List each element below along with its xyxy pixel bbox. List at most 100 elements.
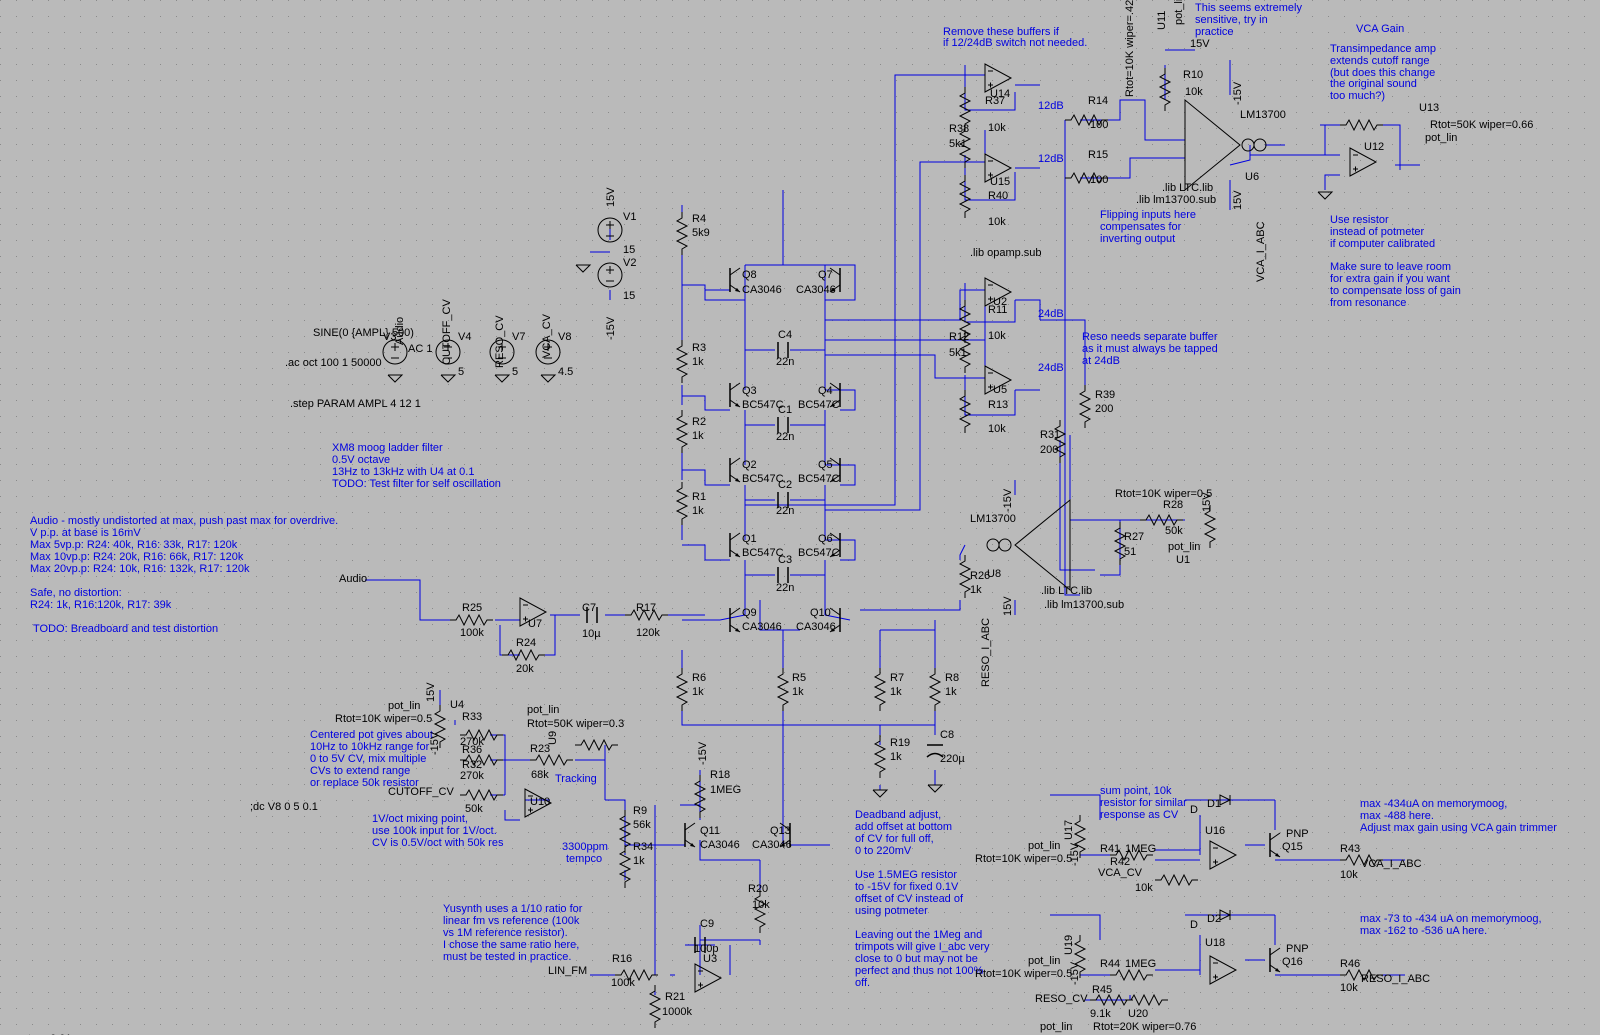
label-10k-90: 10k [988,330,1006,342]
label-u8-123: U8 [987,568,1001,580]
c8-capacitor[interactable] [926,744,944,758]
label-rtot-20k-wiper-0-76-214: Rtot=20K wiper=0.76 [1093,1021,1196,1033]
u6-ota[interactable] [1184,98,1267,192]
u8-ota[interactable] [986,498,1071,592]
label-22n-36: 22n [776,431,794,443]
label-1meg-163: 1MEG [710,784,741,796]
label-r24-65: R24 [516,637,536,649]
comment-12db-73: 12dB [1038,100,1064,112]
label-15v-106: -15V [1232,81,1244,105]
label-pot-lin-102: pot_lin [1173,0,1185,25]
label-v2-3: V2 [623,257,636,269]
comment-flipping-inputs-here-11: Flipping inputs here [1100,209,1196,221]
label-120k-64: 120k [636,627,660,639]
label-15v-5: -15V [605,316,617,340]
label-r10-104: R10 [1183,69,1203,81]
label-10k-95: 10k [988,423,1006,435]
label-r27-134: R27 [1124,531,1144,543]
label-r7-71: R7 [890,672,904,684]
label-c7-61: C7 [582,602,596,614]
comment-use-resistor-14: Use resistor [1330,214,1389,226]
comment-max-73-to-434-ua-on-memorymo-71: max -73 to -434 uA on memorymoog, [1360,913,1542,925]
label-5k9-22: 5k9 [692,227,710,239]
comment-compensates-for-12: compensates for [1100,221,1182,233]
label-1k-128: 1k [970,584,982,596]
label-r33-143: R33 [462,711,482,723]
label-bc547c-32: BC547C [742,399,784,411]
label-u15-84: U15 [990,176,1010,188]
label-1k-38: 1k [692,430,704,442]
label-c9-170: C9 [700,918,714,930]
label-q9-53: Q9 [742,607,757,619]
label-v8-17: V8 [558,331,571,343]
label-u14-79: U14 [990,88,1010,100]
label-bc547c-50: BC547C [798,547,840,559]
comment-practice-4: practice [1195,26,1234,38]
label-ca3046-26: CA3046 [796,284,836,296]
comment-as-it-must-always-be-tapped-22: as it must always be tapped [1082,343,1218,355]
comment-if-computer-calibrated-16: if computer calibrated [1330,238,1435,250]
label-u20-212: U20 [1128,1008,1148,1020]
label-68k-154: 68k [531,769,549,781]
label-1meg-200: 1MEG [1125,958,1156,970]
label-r5-69: R5 [792,672,806,684]
comment-0-to-5v-cv-mix-multiple-38: 0 to 5V CV, mix multiple [310,753,426,765]
label-r46-206: R46 [1340,958,1360,970]
label-15v-124: 15V [1002,596,1014,616]
comment-must-be-tested-in-practice-64: must be tested in practice. [443,951,571,963]
label-lib-lm13700-sub-126: .lib lm13700.sub [1044,599,1124,611]
label-ca3046-24: CA3046 [742,284,782,296]
label-r13-94: R13 [988,399,1008,411]
label-100p-171: 100p [694,943,718,955]
comment-from-resonance-20: from resonance [1330,297,1406,309]
label-ac-oct-100-1-50000-19: .ac oct 100 1 50000 [285,357,382,369]
label-pot-lin-136: pot_lin [1168,541,1200,553]
label-r15-98: R15 [1088,149,1108,161]
label-r39-117: R39 [1095,389,1115,401]
label-270k-144: 270k [460,736,484,748]
label-u4-140: U4 [450,699,464,711]
label-r4-21: R4 [692,213,706,225]
label-22n-52: 22n [776,582,794,594]
label-1meg-183: 1MEG [1125,843,1156,855]
comment-sensitive-try-in-3: sensitive, try in [1195,14,1268,26]
comment-tracking-41: Tracking [555,773,597,785]
comment-yusynth-uses-a-1-10-ratio-fo-60: Yusynth uses a 1/10 ratio for [443,903,583,915]
comment-if-12-24db-switch-not-needed-1: if 12/24dB switch not needed. [943,37,1087,49]
label-15-2: 15 [623,244,635,256]
label-lm13700-107: LM13700 [1240,109,1286,121]
comment-24db-75: 24dB [1038,308,1064,320]
label-1k-46: 1k [692,505,704,517]
label-lin-fm-175: LIN_FM [548,965,587,977]
comment-instead-of-potmeter-15: instead of potmeter [1330,226,1425,238]
comment-audio-mostly-undistorted-at--28: Audio - mostly undistorted at max, push … [30,515,338,527]
label-vca-i-abc-194: VCA_I_ABC [1361,858,1422,870]
label-u12-116: U12 [1364,141,1384,153]
label-u19-195: U19 [1063,935,1075,955]
label-56k-157: 56k [633,819,651,831]
comment-at-24db-23: at 24dB [1082,355,1120,367]
d2-diode[interactable] [1219,909,1232,921]
label-ca3046-54: CA3046 [742,621,782,633]
comment-todo-breadboard-and-test-dis-35: TODO: Breadboard and test distortion [33,623,218,635]
label-r32-147: R32 [462,759,482,771]
label-r8-73: R8 [945,672,959,684]
comment-deadband-adjust-47: Deadband adjust, [855,809,941,821]
label-1k-70: 1k [792,686,804,698]
label-100k-174: 100k [611,977,635,989]
label-d-201: D [1190,919,1198,931]
comment-resistor-for-similar-66: resistor for similar [1100,797,1187,809]
d1-diode[interactable] [1219,794,1232,806]
label-reso-cv-209: RESO_CV [1035,993,1088,1005]
label-r19-75: R19 [890,737,910,749]
label-22n-28: 22n [776,356,794,368]
label-u11-101: U11 [1156,11,1168,30]
label-5k1-83: 5k1 [949,138,967,150]
label-r42-185: R42 [1110,856,1130,868]
label-r40-85: R40 [988,190,1008,202]
label-10k-105: 10k [1185,86,1203,98]
label-vca-i-abc-112: VCA_I_ABC [1255,221,1267,282]
label-q1-47: Q1 [742,533,757,545]
label-reso-cv-13: RESO_CV [494,315,506,368]
label-r12-91: R12 [949,331,969,343]
